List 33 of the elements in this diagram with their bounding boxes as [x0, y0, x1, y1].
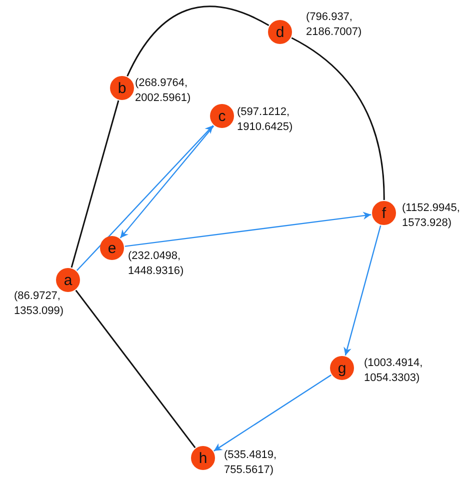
- arrow: [124, 212, 372, 247]
- point-letter: b: [118, 80, 126, 96]
- point-circle: [100, 236, 124, 260]
- coordinate-label: (86.9727, 1353.099): [14, 289, 65, 319]
- point-letter: g: [338, 360, 346, 376]
- coordinate-label: (597.1212, 1910.6425): [237, 105, 294, 135]
- point-letter: d: [276, 24, 284, 40]
- coordinate-label: (796.937, 2186.7007): [306, 10, 363, 40]
- coordinate-label: (1003.4914, 1054.3303): [364, 356, 424, 386]
- coordinate-label: (232.0498, 1448.9316): [128, 249, 185, 279]
- point-circle: [210, 104, 234, 128]
- point-circle: [56, 268, 80, 292]
- coordinate-label: (1152.9945, 1573.928): [402, 201, 461, 231]
- point-letter: a: [64, 272, 72, 288]
- point-circle: [110, 76, 134, 100]
- hull-line: [75, 290, 196, 448]
- point-circle: [372, 201, 396, 225]
- point-letter: f: [382, 206, 386, 220]
- arrow: [214, 374, 332, 452]
- arrow: [76, 125, 214, 271]
- point-letter: c: [218, 108, 226, 124]
- arrow: [120, 126, 214, 238]
- point-letter: e: [108, 240, 116, 256]
- hull-line: [70, 100, 120, 268]
- point-circle: [330, 356, 354, 380]
- point-circle: [268, 20, 292, 44]
- hull-line: [291, 37, 385, 200]
- coordinate-label: (535.4819, 755.5617): [224, 448, 278, 478]
- coordinate-label: (268.9764, 2002.5961): [135, 76, 192, 106]
- arrow: [344, 225, 382, 356]
- point-circle: [191, 446, 215, 470]
- hull-line: [126, 6, 270, 76]
- point-letter: h: [198, 450, 208, 466]
